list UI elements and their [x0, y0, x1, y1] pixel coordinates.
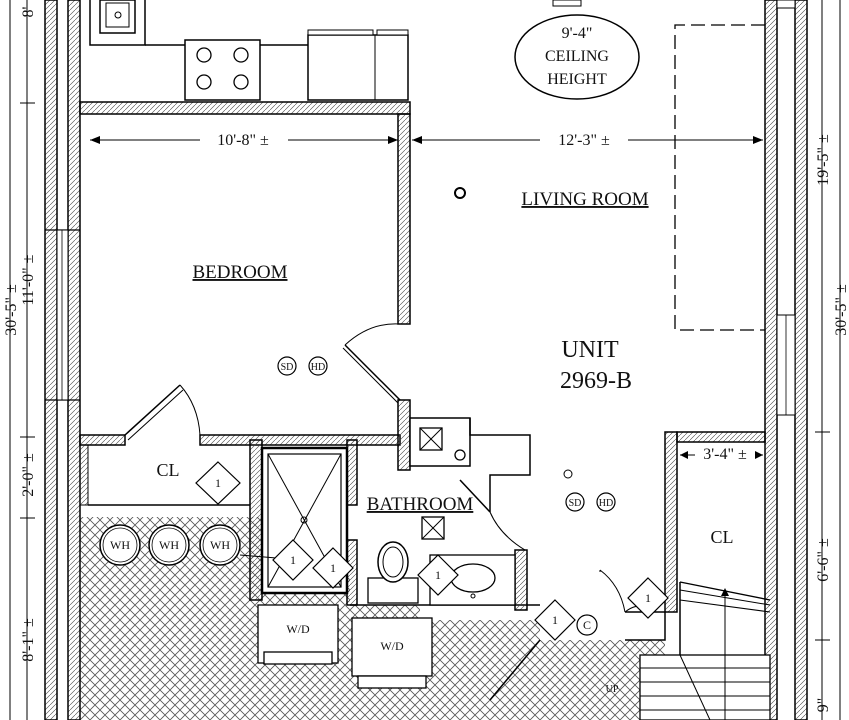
svg-text:1: 1 [330, 561, 336, 575]
svg-text:C: C [583, 618, 591, 632]
horizontal-dimensions: 10'-8" ± 12'-3" ± 3'-4" ± [90, 128, 763, 464]
svg-text:WH: WH [210, 538, 230, 552]
tag-marker: 1 [627, 577, 669, 619]
tag-marker: 1 [272, 539, 314, 581]
svg-text:W/D: W/D [286, 622, 310, 636]
room-label-closet-left: CL [156, 460, 179, 480]
dimension-left-8: 8'-1" ± [20, 618, 37, 662]
height-label: HEIGHT [547, 71, 607, 88]
detectors: SD HD SD HD [277, 187, 616, 512]
unit-label: UNIT [561, 337, 619, 363]
exterior-wall-right [764, 0, 808, 720]
room-label-bedroom: BEDROOM [192, 262, 287, 283]
dimension-left-11: 11'-0" ± [20, 254, 37, 305]
dimension-living-width: 12'-3" ± [558, 132, 610, 149]
svg-text:HD: HD [599, 498, 613, 509]
ceiling-fixture-icon [563, 469, 573, 479]
dimension-left-top: 8' [20, 6, 37, 17]
dimension-bedroom-width: 10'-8" ± [217, 132, 269, 149]
svg-text:SD: SD [281, 362, 294, 373]
svg-text:1: 1 [215, 476, 221, 490]
exterior-wall-left [44, 0, 81, 720]
ceiling-height-note: 9'-4" CEILING HEIGHT [514, 0, 640, 100]
dimension-right-6: 6'-6" ± [815, 538, 832, 582]
stairs [639, 581, 771, 720]
washer-dryer-units [257, 604, 433, 689]
interior-walls [79, 101, 766, 641]
ceiling-label: CEILING [545, 48, 609, 65]
dimension-left-30: 30'-5" ± [3, 284, 20, 336]
washer-dryer-labels: W/D W/D [286, 622, 404, 653]
right-dimensions: 19'-5" ± 30'-5" ± 6'-6" ± 9" [815, 0, 849, 720]
svg-text:1: 1 [435, 568, 441, 582]
dimension-right-19: 19'-5" ± [815, 134, 832, 186]
svg-text:SD: SD [569, 498, 582, 509]
smoke-detector-icon [565, 492, 585, 512]
svg-text:1: 1 [552, 613, 558, 627]
tag-marker: 1 [312, 547, 354, 589]
heat-detector-icon [308, 356, 328, 376]
tag-markers: 1 1 1 1 1 1 C [195, 461, 669, 641]
dimension-right-bottom: 9" [815, 698, 832, 713]
room-labels: LIVING ROOM BEDROOM BATHROOM CL CL UNIT … [156, 189, 733, 547]
c-marker: C [576, 614, 598, 636]
dimension-left-2: 2'-0" ± [20, 453, 37, 497]
svg-text:WH: WH [159, 538, 179, 552]
tag-marker: 1 [195, 461, 241, 505]
svg-text:1: 1 [290, 553, 296, 567]
svg-text:WH: WH [110, 538, 130, 552]
dimension-right-30: 30'-5" ± [833, 284, 849, 336]
tag-marker: 1 [417, 554, 459, 596]
svg-text:1: 1 [645, 591, 651, 605]
room-label-bathroom: BATHROOM [367, 494, 474, 515]
stair-up-label: UP [606, 684, 619, 695]
room-label-closet-right: CL [710, 527, 733, 547]
svg-text:W/D: W/D [380, 639, 404, 653]
kitchen-counter [89, 0, 409, 101]
left-dimensions: 8' 11'-0" ± 30'-5" ± 2'-0" ± 8'-1" ± [3, 0, 37, 720]
heat-detector-icon [596, 492, 616, 512]
room-label-living: LIVING ROOM [521, 189, 648, 210]
dimension-closet-width: 3'-4" ± [703, 446, 747, 463]
ceiling-fixture-icon [454, 187, 466, 199]
water-heaters [99, 524, 301, 566]
smoke-detector-icon [277, 356, 297, 376]
unit-number: 2969-B [560, 368, 632, 394]
ceiling-height-value: 9'-4" [562, 25, 593, 42]
tag-marker: 1 [534, 599, 576, 641]
water-heater-labels: WH WH WH [110, 538, 230, 552]
living-room-bay-outline [674, 24, 765, 331]
svg-text:HD: HD [311, 362, 325, 373]
